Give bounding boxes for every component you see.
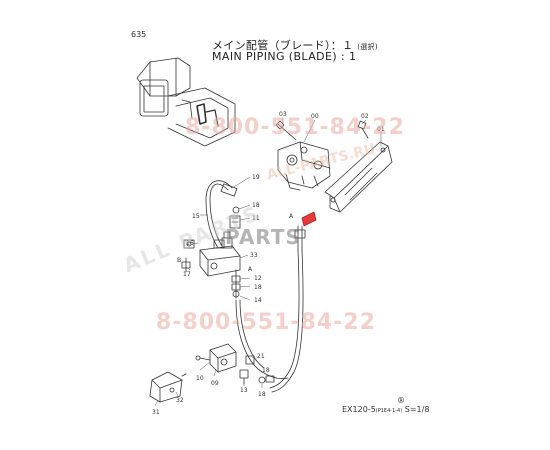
callout-18-mid: 18 xyxy=(254,284,262,291)
bracket-plate xyxy=(324,141,393,213)
callout-01: 01 xyxy=(377,126,385,133)
callout-10: 10 xyxy=(196,375,204,382)
footer-model: EX120-5 xyxy=(342,405,376,414)
hose-21 xyxy=(235,299,289,380)
valve-assembly-09 xyxy=(195,343,237,373)
callout-18-lower: 18 xyxy=(262,367,270,374)
footer-ref: (P1E4-1-4) xyxy=(375,408,403,414)
page-number: 635 xyxy=(131,30,147,39)
bracket-31 xyxy=(149,371,187,403)
pilot-valve xyxy=(277,141,331,191)
callout-17: 17 xyxy=(183,271,191,278)
callout-12: 12 xyxy=(254,275,262,282)
callout-02: 02 xyxy=(361,113,369,120)
callout-11: 11 xyxy=(252,215,260,222)
title-english: MAIN PIPING (BLADE) : 1 xyxy=(212,50,357,63)
callout-03: 03 xyxy=(279,111,287,118)
title-jp-note: (選択) xyxy=(357,43,378,51)
registered-mark: ® xyxy=(397,396,405,405)
callout-32: 32 xyxy=(176,397,184,404)
callout-18-top: 18 xyxy=(252,202,260,209)
callout-19: 19 xyxy=(252,174,260,181)
callout-31: 31 xyxy=(152,409,160,416)
solenoid-valve-33 xyxy=(199,231,241,277)
callout-09: 09 xyxy=(211,380,219,387)
callout-B: B xyxy=(177,257,181,264)
callout-21: 21 xyxy=(257,353,265,360)
bolt-03 xyxy=(275,120,297,141)
callout-18-bottom: 18 xyxy=(258,391,266,398)
callout-33: 33 xyxy=(250,252,258,259)
callout-00: 00 xyxy=(311,113,319,120)
callout-A-mid: A xyxy=(248,266,253,273)
excavator-thumbnail xyxy=(136,57,236,147)
footer-reference: EX120-5(P1E4-1-4) S=1/8 xyxy=(342,405,429,414)
title-jp-text: メイン配管（ブレード）：１ xyxy=(212,39,354,52)
callout-13: 13 xyxy=(240,387,248,394)
fitting-17 xyxy=(181,257,191,273)
bolt-02 xyxy=(357,120,369,139)
footer-sheet: S=1/8 xyxy=(404,405,430,414)
long-hose xyxy=(269,225,306,393)
callout-15: 15 xyxy=(192,213,200,220)
callout-16: 16 xyxy=(186,240,194,247)
fittings-19-11 xyxy=(229,206,241,229)
callout-A-top: A xyxy=(289,213,294,220)
callout-14: 14 xyxy=(254,297,262,304)
highlighted-fitting xyxy=(301,211,317,227)
fittings-13-18 xyxy=(239,369,275,385)
fittings-12-18-14 xyxy=(231,269,241,299)
title-japanese: メイン配管（ブレード）：１ (選択) xyxy=(212,37,378,53)
